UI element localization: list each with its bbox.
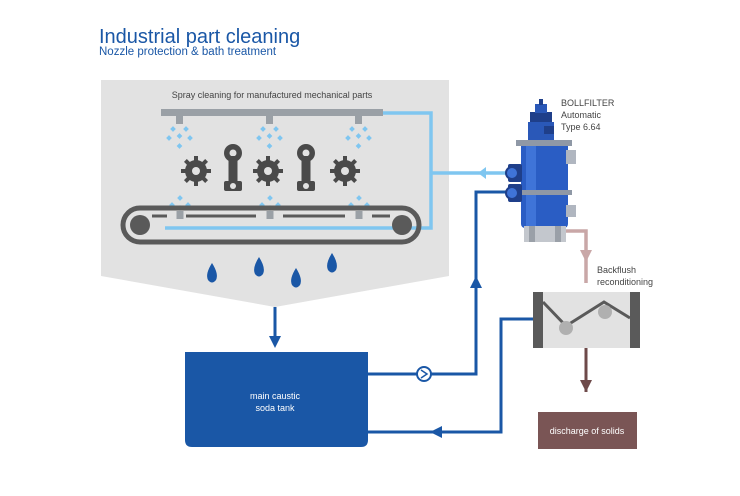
flow-arrow-supply — [470, 276, 482, 288]
discharge-box — [538, 412, 637, 449]
conveyor-belt — [120, 205, 422, 245]
flow-arrow-return — [430, 426, 442, 438]
cleaning-area-label: Spray cleaning for manufactured mechanic… — [172, 90, 373, 100]
flow-arrow-backflush — [580, 250, 592, 262]
filter-label-line2: Automatic — [561, 110, 602, 120]
page-title: Industrial part cleaning — [99, 26, 301, 48]
pump-icon — [416, 366, 432, 382]
backflush-label-line2: reconditioning — [597, 277, 653, 287]
gear-icon — [181, 156, 211, 186]
flow-arrow-filter-outlet — [478, 167, 486, 179]
backflush-pipe — [566, 229, 588, 283]
connecting-rod-icon — [224, 144, 242, 191]
gear-icon — [253, 156, 283, 186]
page-subtitle: Nozzle protection & bath treatment — [99, 46, 277, 58]
filter-label-line1: BOLLFILTER — [561, 98, 615, 108]
flow-arrow-discharge — [580, 380, 592, 392]
top-spray-icon — [166, 126, 372, 149]
bollfilter-illustration — [505, 99, 576, 242]
tank-label-line2: soda tank — [255, 403, 295, 413]
connecting-rod-icon — [297, 144, 315, 191]
filter-label-line3: Type 6.64 — [561, 122, 601, 132]
main-tank — [185, 352, 368, 447]
cleaning-chamber — [101, 80, 449, 307]
backflush-label-line1: Backflush — [597, 265, 636, 275]
discharge-label: discharge of solids — [550, 426, 625, 436]
reconditioning-unit — [533, 292, 640, 348]
flow-arrow-drain — [269, 336, 281, 348]
tank-label-line1: main caustic — [250, 391, 301, 401]
gear-icon — [330, 156, 360, 186]
drop-icon — [207, 253, 337, 288]
bottom-nozzle-heads — [176, 211, 363, 219]
top-nozzle-bar — [161, 109, 383, 124]
pump-icon-chevron — [420, 369, 429, 379]
